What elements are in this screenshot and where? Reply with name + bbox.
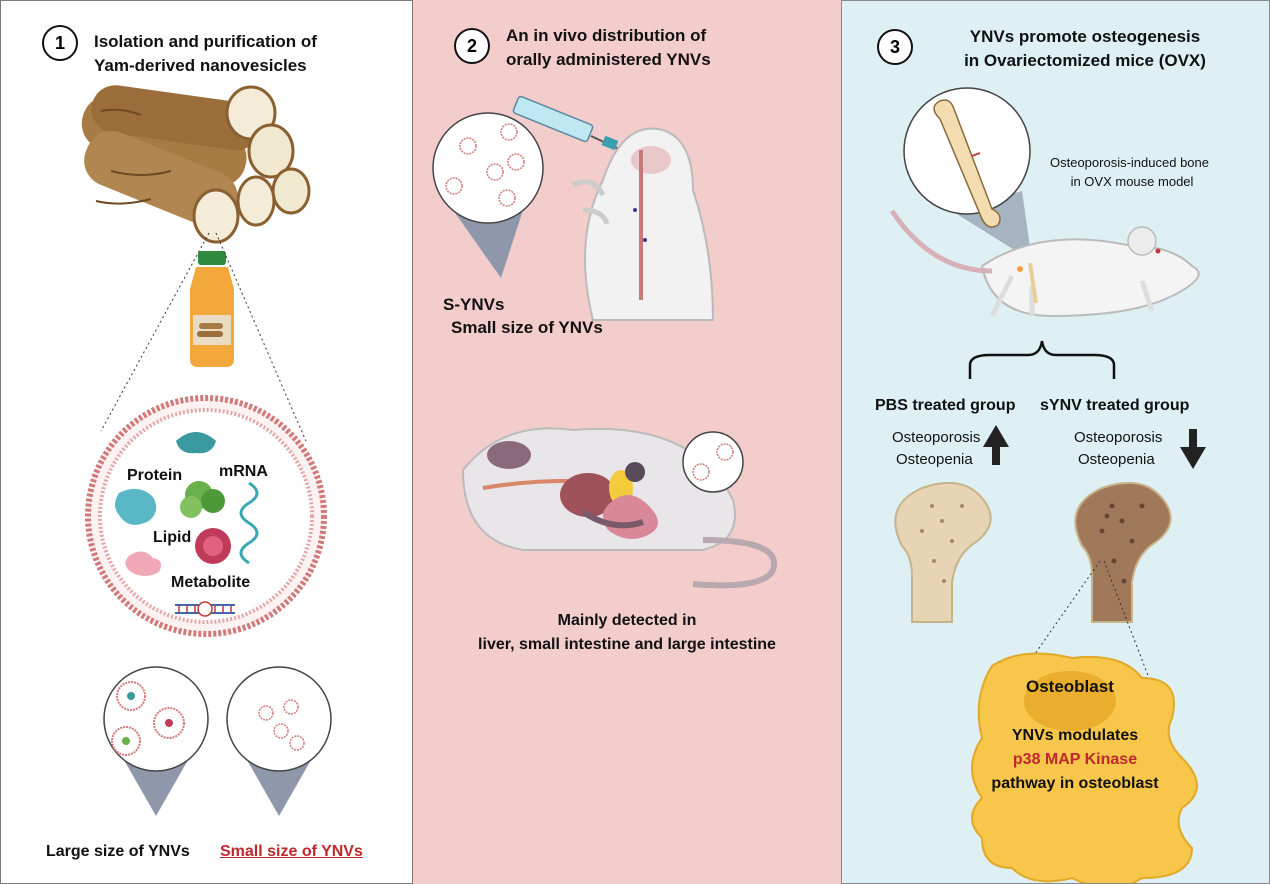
osteoblast-cell — [971, 652, 1198, 883]
step-2-badge: 2 — [454, 28, 490, 64]
femur-magnifier — [903, 87, 1032, 261]
yam-tubers-image — [81, 85, 311, 244]
step-3-badge: 3 — [877, 29, 913, 65]
detected-line1: Mainly detected in — [557, 612, 697, 629]
modulates-line3: pathway in osteoblast — [991, 775, 1159, 792]
syringe-image — [512, 95, 622, 151]
small-ynv-magnifier — [226, 666, 332, 816]
pbs-femur-image — [894, 481, 992, 623]
synv-femur-image — [1074, 481, 1172, 623]
mouse-organs-image — [461, 427, 778, 589]
pbs-condition-1: Osteoporosis — [892, 429, 981, 446]
panel1-title-line2: Yam-derived nanovesicles — [94, 56, 307, 75]
detected-line2: liver, small intestine and large intesti… — [478, 636, 776, 653]
panel1-illustration — [81, 85, 332, 816]
s-ynvs-label: S-YNVs — [443, 295, 505, 314]
panel3-title-line2: in Ovariectomized mice (OVX) — [964, 51, 1206, 70]
step-1-badge: 1 — [42, 25, 78, 61]
large-ynv-magnifier — [103, 666, 209, 816]
synv-group-label: sYNV treated group — [1040, 397, 1190, 414]
synv-condition-2: Osteopenia — [1078, 451, 1155, 468]
label-lipid: Lipid — [153, 529, 192, 546]
panel1-title-line1: Isolation and purification of — [94, 32, 317, 51]
panel-osteogenesis: 3 YNVs promote osteogenesis in Ovariecto… — [841, 0, 1270, 884]
ovx-mouse-image — [889, 209, 1200, 318]
panel3-illustration — [889, 87, 1206, 883]
panel2-illustration — [432, 95, 778, 589]
bone-caption-line2: in OVX mouse model — [1070, 174, 1194, 189]
nanovesicle-diagram — [85, 395, 327, 637]
up-arrow-icon — [983, 425, 1009, 465]
panel2-title-line2: orally administered YNVs — [506, 50, 711, 69]
label-metabolite: Metabolite — [171, 574, 251, 591]
s-ynvs-desc: Small size of YNVs — [451, 318, 603, 337]
large-size-label: Large size of YNVs — [46, 843, 190, 860]
label-protein: Protein — [127, 467, 183, 484]
juice-bottle-image — [190, 251, 234, 367]
bone-caption-line1: Osteoporosis-induced bone — [1050, 155, 1209, 170]
down-arrow-icon — [1180, 429, 1206, 469]
panel-isolation: 1 Isolation and purification of Yam-deri… — [0, 0, 413, 884]
organ-magnifier — [682, 431, 744, 493]
pbs-condition-2: Osteopenia — [896, 451, 973, 468]
s-ynv-magnifier — [432, 112, 544, 278]
pbs-group-label: PBS treated group — [875, 397, 1016, 414]
panel-distribution: 2 An in vivo distribution of orally admi… — [413, 0, 841, 884]
mouse-oral-gavage-image — [571, 127, 715, 321]
panel2-title-line1: An in vivo distribution of — [506, 26, 707, 45]
group-brace — [968, 340, 1116, 379]
small-size-label: Small size of YNVs — [220, 843, 363, 860]
modulates-line2: p38 MAP Kinase — [1012, 751, 1138, 768]
label-mrna: mRNA — [219, 463, 268, 480]
synv-condition-1: Osteoporosis — [1074, 429, 1163, 446]
modulates-line1: YNVs modulates — [1011, 727, 1139, 744]
panel3-title-line1: YNVs promote osteogenesis — [969, 27, 1201, 46]
osteoblast-label: Osteoblast — [1026, 677, 1114, 696]
